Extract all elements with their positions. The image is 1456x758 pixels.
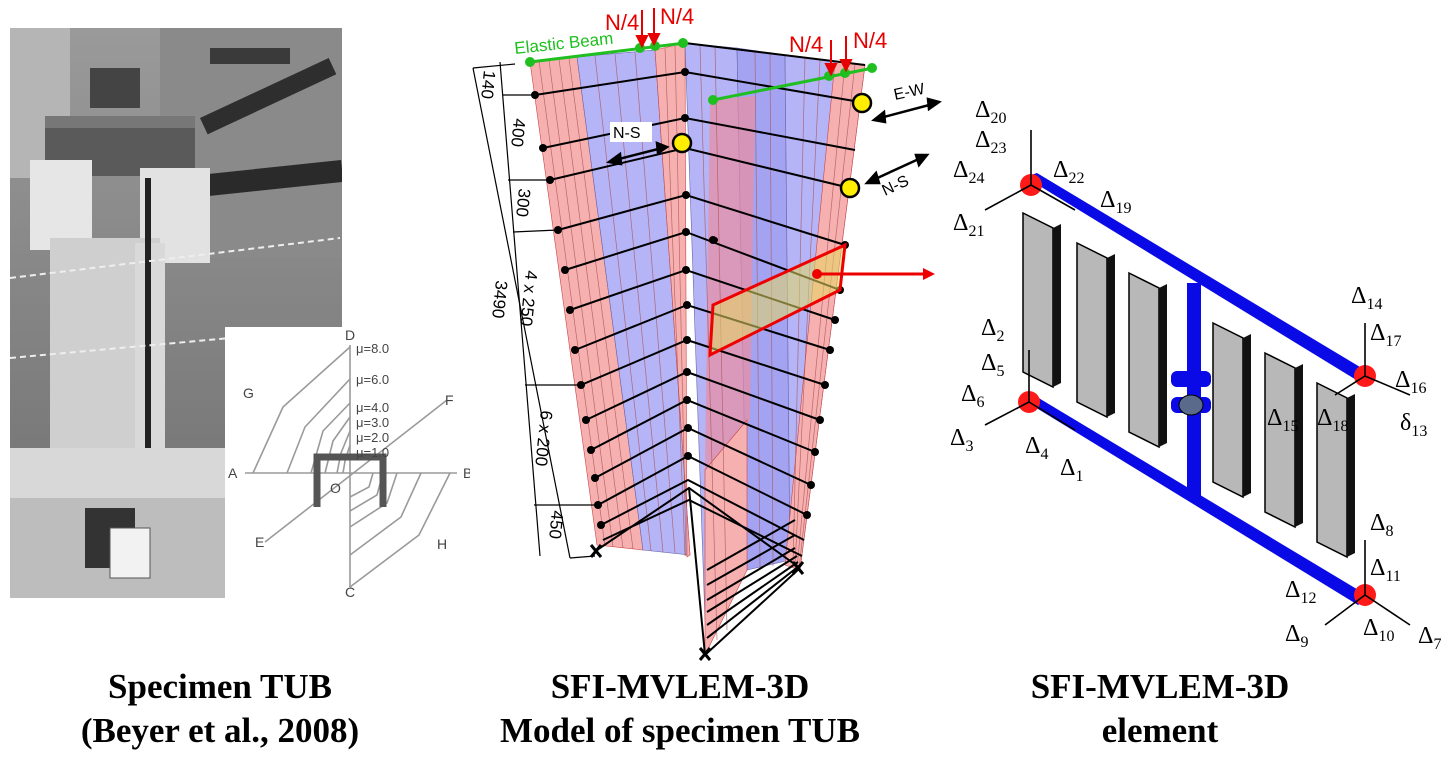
dof-label-19: Δ19 <box>1100 187 1131 217</box>
loading-pattern-diagram: D G F A B O E H C μ=8.0 μ=6.0 μ=4.0 μ=3.… <box>228 327 472 600</box>
dof-label-3: Δ3 <box>950 425 973 455</box>
load-label-2: N/4 <box>660 4 694 29</box>
elastic-beam-line <box>525 38 877 105</box>
dimension-4x250: 4 x 250 <box>516 270 541 327</box>
pattern-label-E: E <box>255 534 264 550</box>
dof-label-10: Δ10 <box>1363 615 1394 645</box>
caption-model: SFI-MVLEM-3D Model of specimen TUB <box>470 665 890 753</box>
caption-specimen-line1: Specimen TUB <box>108 667 332 706</box>
dof-label-5: Δ5 <box>981 350 1004 380</box>
highlighted-element <box>708 242 847 358</box>
dof-label-24: Δ24 <box>953 157 984 187</box>
load-label-1: N/4 <box>605 10 639 35</box>
element-diagram: Δ20 Δ23 Δ24 Δ22 Δ19 Δ21 Δ14 Δ17 Δ16 δ13 … <box>950 97 1441 653</box>
load-label-4: N/4 <box>853 28 887 53</box>
dof-label-8: Δ8 <box>1370 510 1393 540</box>
dimension-3490: 3490 <box>488 280 511 320</box>
pattern-label-A: A <box>228 465 238 481</box>
direction-label-ew: E-W <box>892 81 927 104</box>
dimension-450: 450 <box>545 510 567 540</box>
dof-label-22: Δ22 <box>1053 157 1084 187</box>
mu-label-6: μ=6.0 <box>356 372 389 387</box>
dimension-400: 400 <box>507 118 529 148</box>
dimension-6x200: 6 x 200 <box>531 410 556 467</box>
mu-label-3: μ=3.0 <box>356 415 389 430</box>
dimension-300: 300 <box>512 188 534 218</box>
direction-label-ns-right: N-S <box>880 173 912 200</box>
direction-label-ns-left: N-S <box>613 125 641 142</box>
dof-label-7: Δ7 <box>1418 623 1441 653</box>
load-points <box>671 92 873 199</box>
base-fixity-markers <box>589 544 805 661</box>
dof-label-14: Δ14 <box>1351 283 1382 313</box>
dof-label-20: Δ20 <box>975 97 1006 127</box>
caption-model-line2: Model of specimen TUB <box>499 711 861 750</box>
dof-label-21: Δ21 <box>953 210 984 240</box>
dof-label-13: δ13 <box>1400 410 1427 440</box>
pattern-label-O: O <box>330 480 341 496</box>
model-diagram: Elastic Beam N/4 N/4 N/4 N/4 N-S E-W N-S <box>472 4 942 661</box>
mu-label-2: μ=2.0 <box>356 430 389 445</box>
macro-fibers <box>1022 211 1355 559</box>
dof-label-23: Δ23 <box>975 127 1006 157</box>
dof-label-17: Δ17 <box>1370 320 1401 350</box>
pattern-label-G: G <box>243 385 254 401</box>
direction-arrows <box>605 97 942 185</box>
mu-label-4: μ=4.0 <box>356 400 389 415</box>
pattern-label-F: F <box>445 392 454 408</box>
caption-specimen: Specimen TUB (Beyer et al., 2008) <box>30 665 410 753</box>
model-diagram-panel: Elastic Beam N/4 N/4 N/4 N/4 N-S E-W N-S <box>455 0 945 665</box>
dof-label-11: Δ11 <box>1370 555 1401 585</box>
dof-label-16: Δ16 <box>1395 367 1426 397</box>
pattern-label-D: D <box>345 327 355 343</box>
caption-specimen-line2: (Beyer et al., 2008) <box>80 711 360 750</box>
dof-label-9: Δ9 <box>1285 621 1308 651</box>
mu-label-1: μ=1.0 <box>356 445 389 460</box>
dof-label-2: Δ2 <box>981 315 1004 345</box>
caption-element: SFI-MVLEM-3D element <box>960 665 1360 753</box>
dof-arrows <box>984 130 1411 626</box>
element-diagram-panel: Δ20 Δ23 Δ24 Δ22 Δ19 Δ21 Δ14 Δ17 Δ16 δ13 … <box>945 85 1456 665</box>
dof-label-4: Δ4 <box>1025 433 1048 463</box>
pattern-label-B: B <box>463 465 470 481</box>
load-arrows <box>635 8 853 77</box>
dimension-lines <box>472 61 598 559</box>
pattern-label-C: C <box>345 584 355 600</box>
dof-label-6: Δ6 <box>961 381 984 411</box>
loading-pattern-inset: D G F A B O E H C μ=8.0 μ=6.0 μ=4.0 μ=3.… <box>225 327 472 600</box>
caption-element-line2: element <box>1101 711 1219 750</box>
dof-label-1: Δ1 <box>1060 455 1083 485</box>
caption-element-line1: SFI-MVLEM-3D <box>1030 667 1290 706</box>
dof-label-12: Δ12 <box>1285 577 1316 607</box>
pattern-label-H: H <box>437 536 447 552</box>
load-label-3: N/4 <box>789 32 823 57</box>
caption-model-line1: SFI-MVLEM-3D <box>550 667 810 706</box>
mu-label-8: μ=8.0 <box>356 341 389 356</box>
dimension-140: 140 <box>477 70 499 100</box>
